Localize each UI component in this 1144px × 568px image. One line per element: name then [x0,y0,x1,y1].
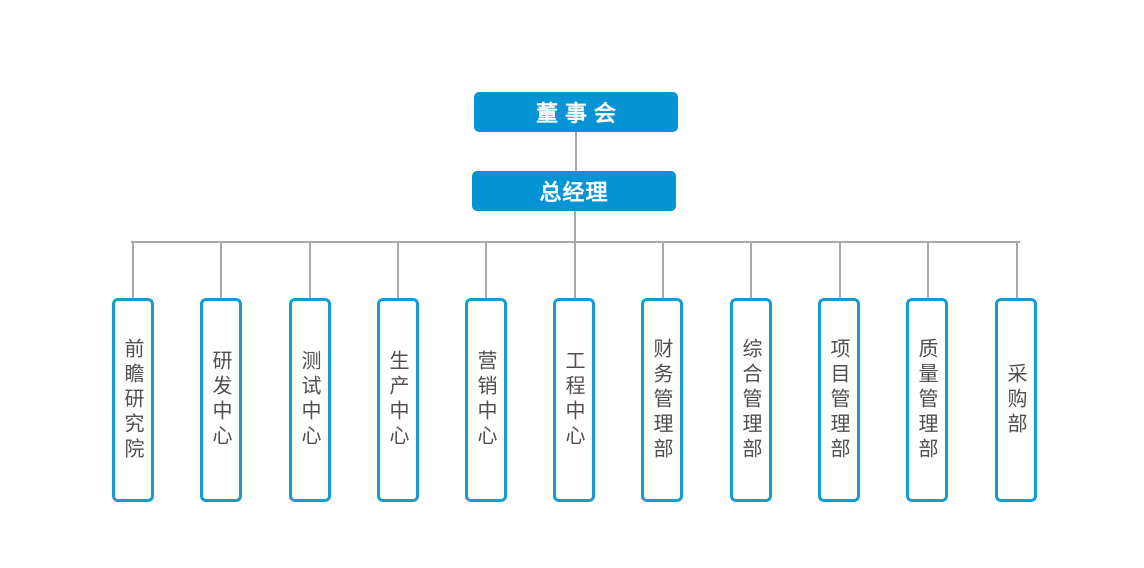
dept-box-admin-dept: 综合管理部 [730,298,772,502]
dept-box-test-center: 测试中心 [289,298,331,502]
dept-connector [1016,241,1018,298]
dept-label: 财务管理部 [650,337,674,463]
dept-connector [132,241,134,298]
dept-connector [927,241,929,298]
dept-label: 营销中心 [474,350,498,450]
dept-box-procurement-dept: 采购部 [995,298,1037,502]
dept-connector [397,241,399,298]
dept-box-production-center: 生产中心 [377,298,419,502]
dept-box-quality-dept: 质量管理部 [906,298,948,502]
dept-box-rd-center: 研发中心 [200,298,242,502]
dept-connector [309,241,311,298]
general-manager-label: 总经理 [539,181,609,206]
dept-label: 采购部 [1004,362,1028,438]
dept-label: 工程中心 [562,350,586,450]
dept-box-project-dept: 项目管理部 [818,298,860,502]
dept-label: 测试中心 [298,350,322,450]
dept-connector [750,241,752,298]
dept-connector [662,241,664,298]
board-box: 董事会 [474,92,678,132]
dept-label: 研发中心 [209,350,233,450]
gm-bus-connector [574,211,576,242]
board-gm-connector [575,132,577,171]
dept-connector [485,241,487,298]
dept-connector [574,241,576,298]
dept-label: 生产中心 [386,350,410,450]
dept-label: 项目管理部 [827,337,851,463]
dept-box-marketing-center: 营销中心 [465,298,507,502]
board-label: 董事会 [535,102,623,127]
dept-label: 质量管理部 [915,337,939,463]
dept-label: 前瞻研究院 [121,337,145,463]
dept-connector [220,241,222,298]
dept-connector [839,241,841,298]
dept-box-engineering-center: 工程中心 [553,298,595,502]
general-manager-box: 总经理 [472,171,676,211]
dept-box-research-institute: 前瞻研究院 [112,298,154,502]
dept-box-finance-dept: 财务管理部 [641,298,683,502]
dept-label: 综合管理部 [739,337,763,463]
